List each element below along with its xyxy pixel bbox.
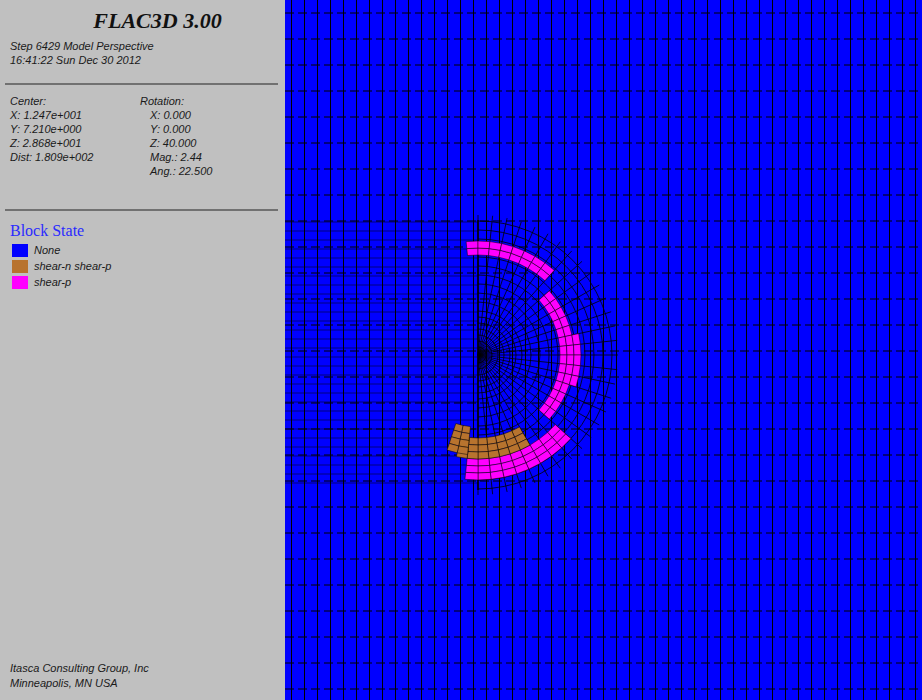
info-text: Itasca Consulting Group, Inc: [10, 662, 149, 674]
legend-swatch: [12, 244, 28, 257]
info-text: 16:41:22 Sun Dec 30 2012: [10, 54, 141, 66]
info-text: Z: 2.868e+001: [10, 137, 81, 149]
info-text: Y: 0.000: [150, 123, 191, 135]
info-text: Ang.: 22.500: [150, 165, 212, 177]
info-text: Dist: 1.809e+002: [10, 151, 93, 163]
info-text: Minneapolis, MN USA: [10, 677, 118, 689]
info-text: Step 6429 Model Perspective: [10, 40, 154, 52]
plot-title: FLAC3D 3.00: [93, 8, 221, 34]
info-text: Center:: [10, 95, 46, 107]
legend-text: shear-p: [34, 276, 71, 288]
legend-swatch: [12, 276, 28, 289]
info-text: Rotation:: [140, 95, 184, 107]
info-text: X: 1.247e+001: [10, 109, 82, 121]
info-text: Mag.: 2.44: [150, 151, 202, 163]
info-text: X: 0.000: [150, 109, 191, 121]
legend-heading: Block State: [10, 222, 84, 240]
legend-text: None: [34, 244, 60, 256]
legend-text: shear-n shear-p: [34, 260, 111, 272]
info-text: Z: 40.000: [150, 137, 196, 149]
legend-swatch: [12, 260, 28, 273]
info-text: Y: 7.210e+000: [10, 123, 81, 135]
